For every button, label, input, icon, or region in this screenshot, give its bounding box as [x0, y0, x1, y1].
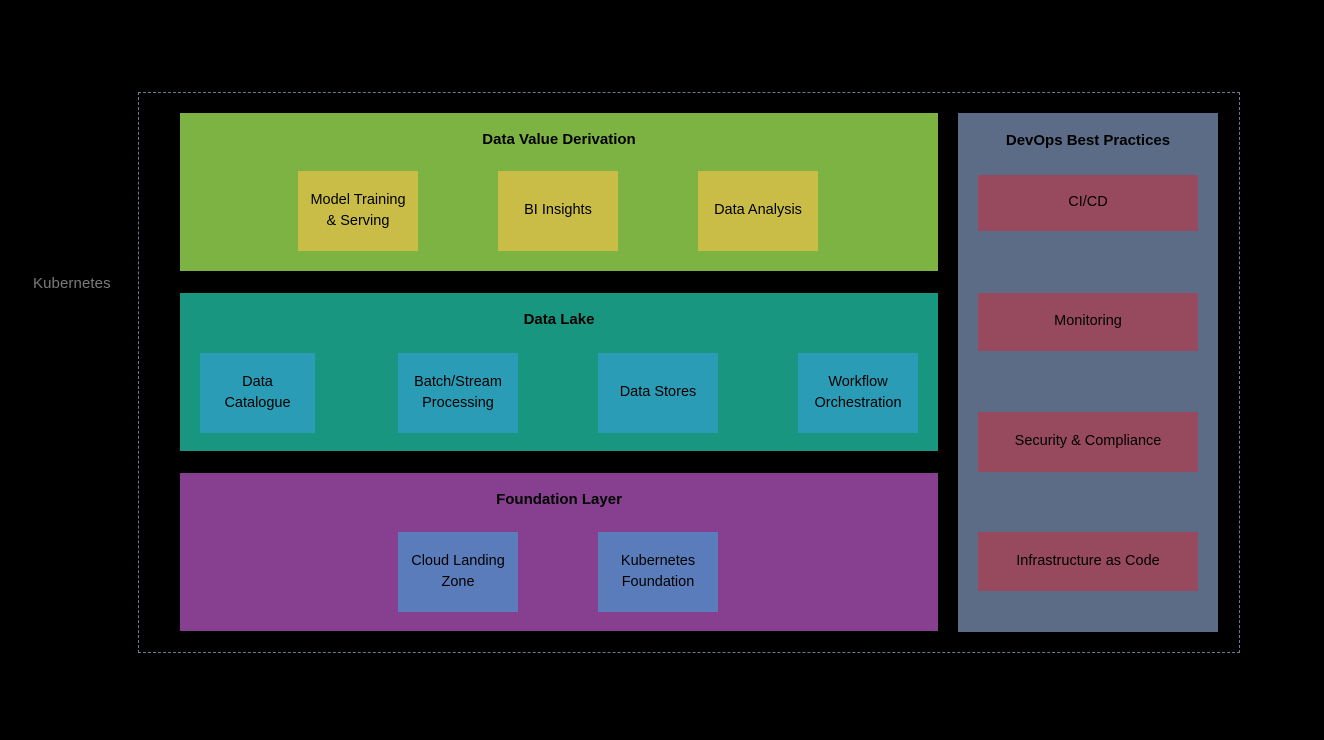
- component-workflow-orchestration[interactable]: Workflow Orchestration: [798, 353, 918, 433]
- component-label: Kubernetes Foundation: [620, 552, 696, 590]
- component-label: Batch/Stream Processing: [414, 373, 502, 411]
- component-label: Monitoring: [1054, 313, 1122, 330]
- component-kubernetes-foundation[interactable]: Kubernetes Foundation: [598, 532, 718, 612]
- kubernetes-cluster-boundary: [138, 92, 1240, 653]
- panel-title-devops-best-practices: DevOps Best Practices: [1005, 132, 1171, 149]
- layer-data-lake[interactable]: Data Lake Data Catalogue Batch/Stream Pr…: [180, 293, 938, 451]
- component-label: CI/CD: [1068, 194, 1108, 211]
- component-data-catalogue[interactable]: Data Catalogue: [200, 353, 315, 433]
- component-label: Data Analysis: [714, 202, 802, 219]
- component-bi-insights[interactable]: BI Insights: [498, 171, 618, 251]
- component-label: BI Insights: [524, 202, 592, 219]
- component-infrastructure-as-code[interactable]: Infrastructure as Code: [978, 532, 1198, 591]
- component-ci-cd[interactable]: CI/CD: [978, 175, 1198, 231]
- component-label: Data Stores: [619, 384, 697, 401]
- component-batch-stream-processing[interactable]: Batch/Stream Processing: [398, 353, 518, 433]
- layer-foundation[interactable]: Foundation Layer Cloud Landing Zone Kube…: [180, 473, 938, 631]
- component-security-and-compliance[interactable]: Security & Compliance: [978, 412, 1198, 472]
- component-data-stores[interactable]: Data Stores: [598, 353, 718, 433]
- component-data-analysis[interactable]: Data Analysis: [698, 171, 818, 251]
- layer-title-foundation: Foundation Layer: [496, 491, 622, 508]
- component-label: Workflow Orchestration: [814, 373, 902, 411]
- component-label: Security & Compliance: [1014, 433, 1162, 450]
- layer-title-data-lake: Data Lake: [523, 311, 595, 328]
- component-label: Model Training & Serving: [310, 191, 406, 229]
- cluster-boundary-label: Kubernetes: [33, 275, 111, 292]
- panel-devops-best-practices[interactable]: DevOps Best Practices CI/CD Monitoring S…: [958, 113, 1218, 632]
- component-monitoring[interactable]: Monitoring: [978, 293, 1198, 351]
- layer-title-data-value-derivation: Data Value Derivation: [482, 131, 636, 148]
- component-model-training-and-serving[interactable]: Model Training & Serving: [298, 171, 418, 251]
- component-label: Data Catalogue: [224, 373, 291, 411]
- layer-data-value-derivation[interactable]: Data Value Derivation Model Training & S…: [180, 113, 938, 271]
- component-label: Cloud Landing Zone: [411, 552, 505, 590]
- component-cloud-landing-zone[interactable]: Cloud Landing Zone: [398, 532, 518, 612]
- component-label: Infrastructure as Code: [1016, 552, 1160, 569]
